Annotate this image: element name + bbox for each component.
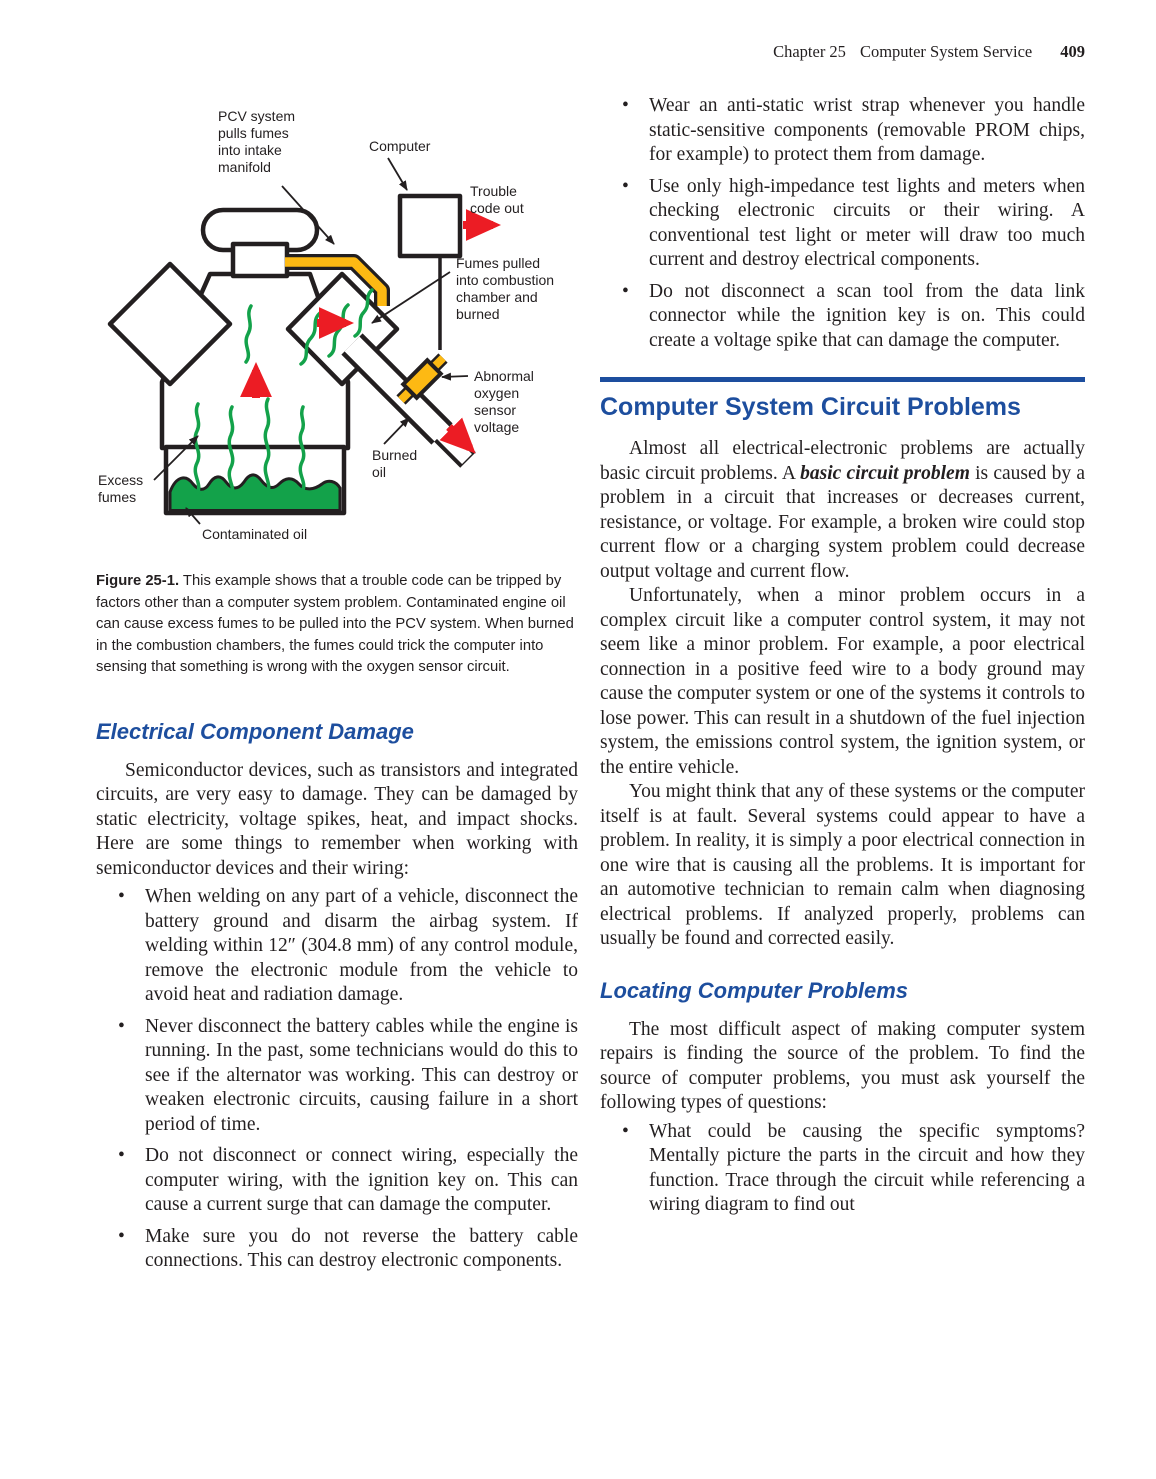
- chapter-title: Computer System Service: [859, 42, 1033, 61]
- label-trouble-code: Trouble code out: [470, 183, 524, 216]
- figure-caption: Figure 25-1. This example shows that a t…: [96, 571, 578, 679]
- locating-bullet-list: What could be causing the specific sympt…: [600, 1120, 1085, 1218]
- label-computer: Computer: [369, 138, 431, 154]
- left-column: PCV system pulls fumes into intake manif…: [96, 94, 578, 1281]
- running-header: Chapter 25 Computer System Service 409: [0, 42, 1156, 62]
- heading-electrical-component-damage: Electrical Component Damage: [96, 718, 414, 744]
- label-pcv-system: PCV system pulls fumes into intake manif…: [218, 108, 299, 175]
- section-rule: [600, 377, 1085, 382]
- right-bullet-list: Wear an anti-static wrist strap whenever…: [600, 94, 1085, 353]
- oxygen-sensor-shape: [396, 353, 448, 405]
- left-bullet-list: When welding on any part of a vehicle, d…: [96, 885, 578, 1274]
- paragraph-text: is caused by a problem in a circuit that…: [600, 462, 1085, 582]
- paragraph-locating-intro: The most difficult aspect of making comp…: [600, 1018, 1085, 1114]
- list-item: What could be causing the specific sympt…: [600, 1120, 1085, 1218]
- valve-cover-neck-shape: [230, 241, 290, 279]
- label-abnormal-voltage: Abnormal oxygen sensor voltage: [474, 368, 538, 435]
- sensor-voltage-arrow: [439, 417, 476, 454]
- exhaust-tube-shape: [341, 333, 476, 468]
- left-cylinder-bank-shape: [107, 261, 233, 387]
- heading-computer-system-circuit-problems: Computer System Circuit Problems: [600, 393, 1021, 421]
- paragraph-systems-at-fault: You might think that any of these system…: [600, 781, 1085, 949]
- paragraph-semiconductor-intro: Semiconductor devices, such as transisto…: [96, 759, 578, 879]
- label-pointer-lines: [153, 157, 469, 525]
- fume-flow-arrows: [240, 307, 354, 398]
- page-number: 409: [1060, 42, 1085, 61]
- figure-25-1: PCV system pulls fumes into intake manif…: [96, 94, 578, 679]
- list-item: Never disconnect the battery cables whil…: [96, 1015, 578, 1138]
- pcv-tube-shape: [285, 254, 390, 306]
- paragraph-basic-circuit: Almost all electrical-electronic problem…: [600, 437, 1085, 584]
- chapter-number: Chapter 25: [773, 42, 846, 61]
- list-item: Wear an anti-static wrist strap whenever…: [600, 94, 1085, 168]
- engine-pcv-diagram: PCV system pulls fumes into intake manif…: [98, 108, 558, 542]
- list-item: Make sure you do not reverse the battery…: [96, 1225, 578, 1274]
- label-excess-fumes: Excess fumes: [98, 472, 147, 505]
- section-computer-system-circuit-problems: Computer System Circuit Problems: [600, 377, 1085, 422]
- contaminated-oil-fill: [168, 473, 342, 512]
- list-item: Do not disconnect a scan tool from the d…: [600, 280, 1085, 354]
- figure-caption-lead: Figure 25-1.: [96, 573, 180, 589]
- list-item: When welding on any part of a vehicle, d…: [96, 885, 578, 1008]
- two-column-layout: PCV system pulls fumes into intake manif…: [0, 94, 1156, 1281]
- label-fumes-pulled: Fumes pulled into combustion chamber and…: [456, 255, 558, 322]
- paragraph-text: Almost all electrical-electronic problem…: [600, 438, 1085, 484]
- computer-box-shape: [397, 193, 463, 259]
- key-term-basic-circuit-problem: basic circuit problem: [800, 462, 970, 484]
- list-item: Use only high-impedance test lights and …: [600, 175, 1085, 273]
- heading-locating-computer-problems: Locating Computer Problems: [600, 977, 909, 1003]
- right-column: Wear an anti-static wrist strap whenever…: [600, 94, 1085, 1281]
- label-burned-oil: Burned oil: [372, 447, 421, 480]
- figure-caption-text: This example shows that a trouble code c…: [96, 573, 574, 675]
- list-item: Do not disconnect or connect wiring, esp…: [96, 1144, 578, 1218]
- paragraph-minor-problem: Unfortunately, when a minor problem occu…: [600, 585, 1085, 778]
- label-contaminated-oil: Contaminated oil: [202, 526, 307, 542]
